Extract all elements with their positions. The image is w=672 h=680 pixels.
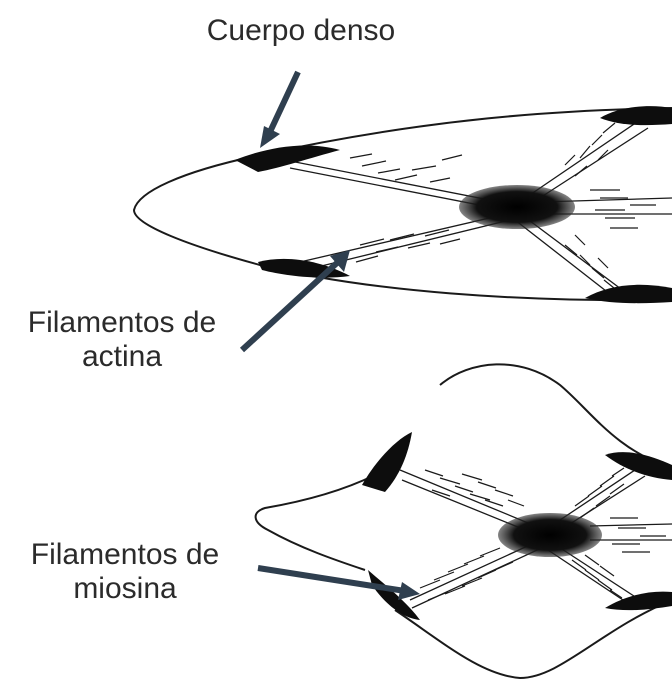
actin-label-line2: actina [2,340,242,374]
actin-label-line1: Filamentos de [2,306,242,340]
relaxed-central-dense-body [459,185,575,229]
dense-body-label: Cuerpo denso [176,14,426,48]
contracted-cell [256,364,672,678]
contracted-dense-body-top-right [605,452,672,480]
myosin-arrow [258,568,405,591]
actin-filaments-label: Filamentos de actina [2,306,242,374]
dense-body-arrowhead [260,126,280,148]
myosin-label-line2: miosina [0,572,250,606]
contracted-dense-body-top-left [362,432,412,492]
contracted-cell-gap [300,508,360,530]
contracted-cell-outline-top [440,364,672,468]
myosin-filaments-label: Filamentos de miosina [0,538,250,606]
relaxed-cell [134,106,672,303]
dense-body-arrow [269,72,298,134]
myosin-label-line1: Filamentos de [0,538,250,572]
contracted-cell-outline-bottom [395,600,672,678]
relaxed-cell-outline [134,108,672,300]
contracted-central-dense-body [498,513,602,557]
dense-body-label-text: Cuerpo denso [176,14,426,48]
relaxed-dense-body-bottom-right [585,285,672,303]
